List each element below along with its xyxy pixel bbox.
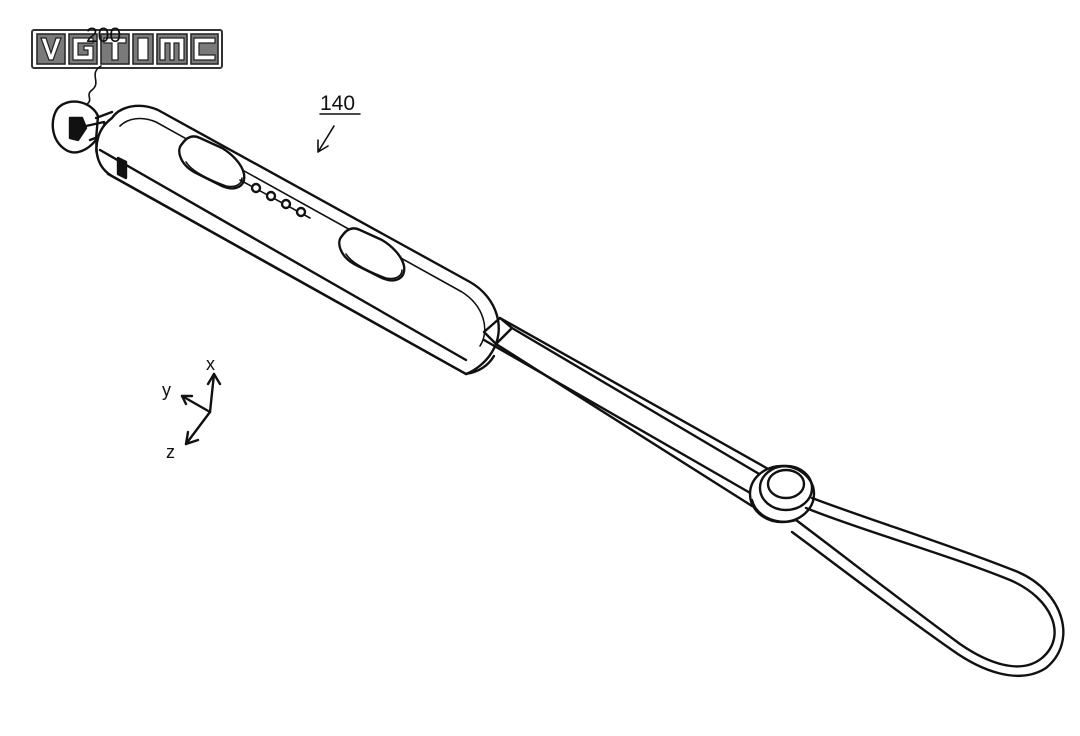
lanyard-strap [482, 316, 1065, 677]
device-ref-arrow [317, 125, 335, 153]
device-reference-number: 140 [320, 92, 355, 115]
upper-button [178, 135, 246, 190]
coordinate-axes [180, 372, 222, 446]
x-axis-label: x [206, 354, 215, 374]
indicator-lights [239, 179, 311, 219]
tether-reference-number: 200 [86, 24, 121, 47]
lower-button [338, 227, 406, 282]
z-axis-label: z [166, 442, 175, 462]
main-body [95, 104, 500, 376]
tip-cap [51, 100, 114, 154]
watermark-logo [31, 29, 223, 69]
tether-leader-line [83, 65, 102, 107]
y-axis-label: y [162, 380, 171, 400]
